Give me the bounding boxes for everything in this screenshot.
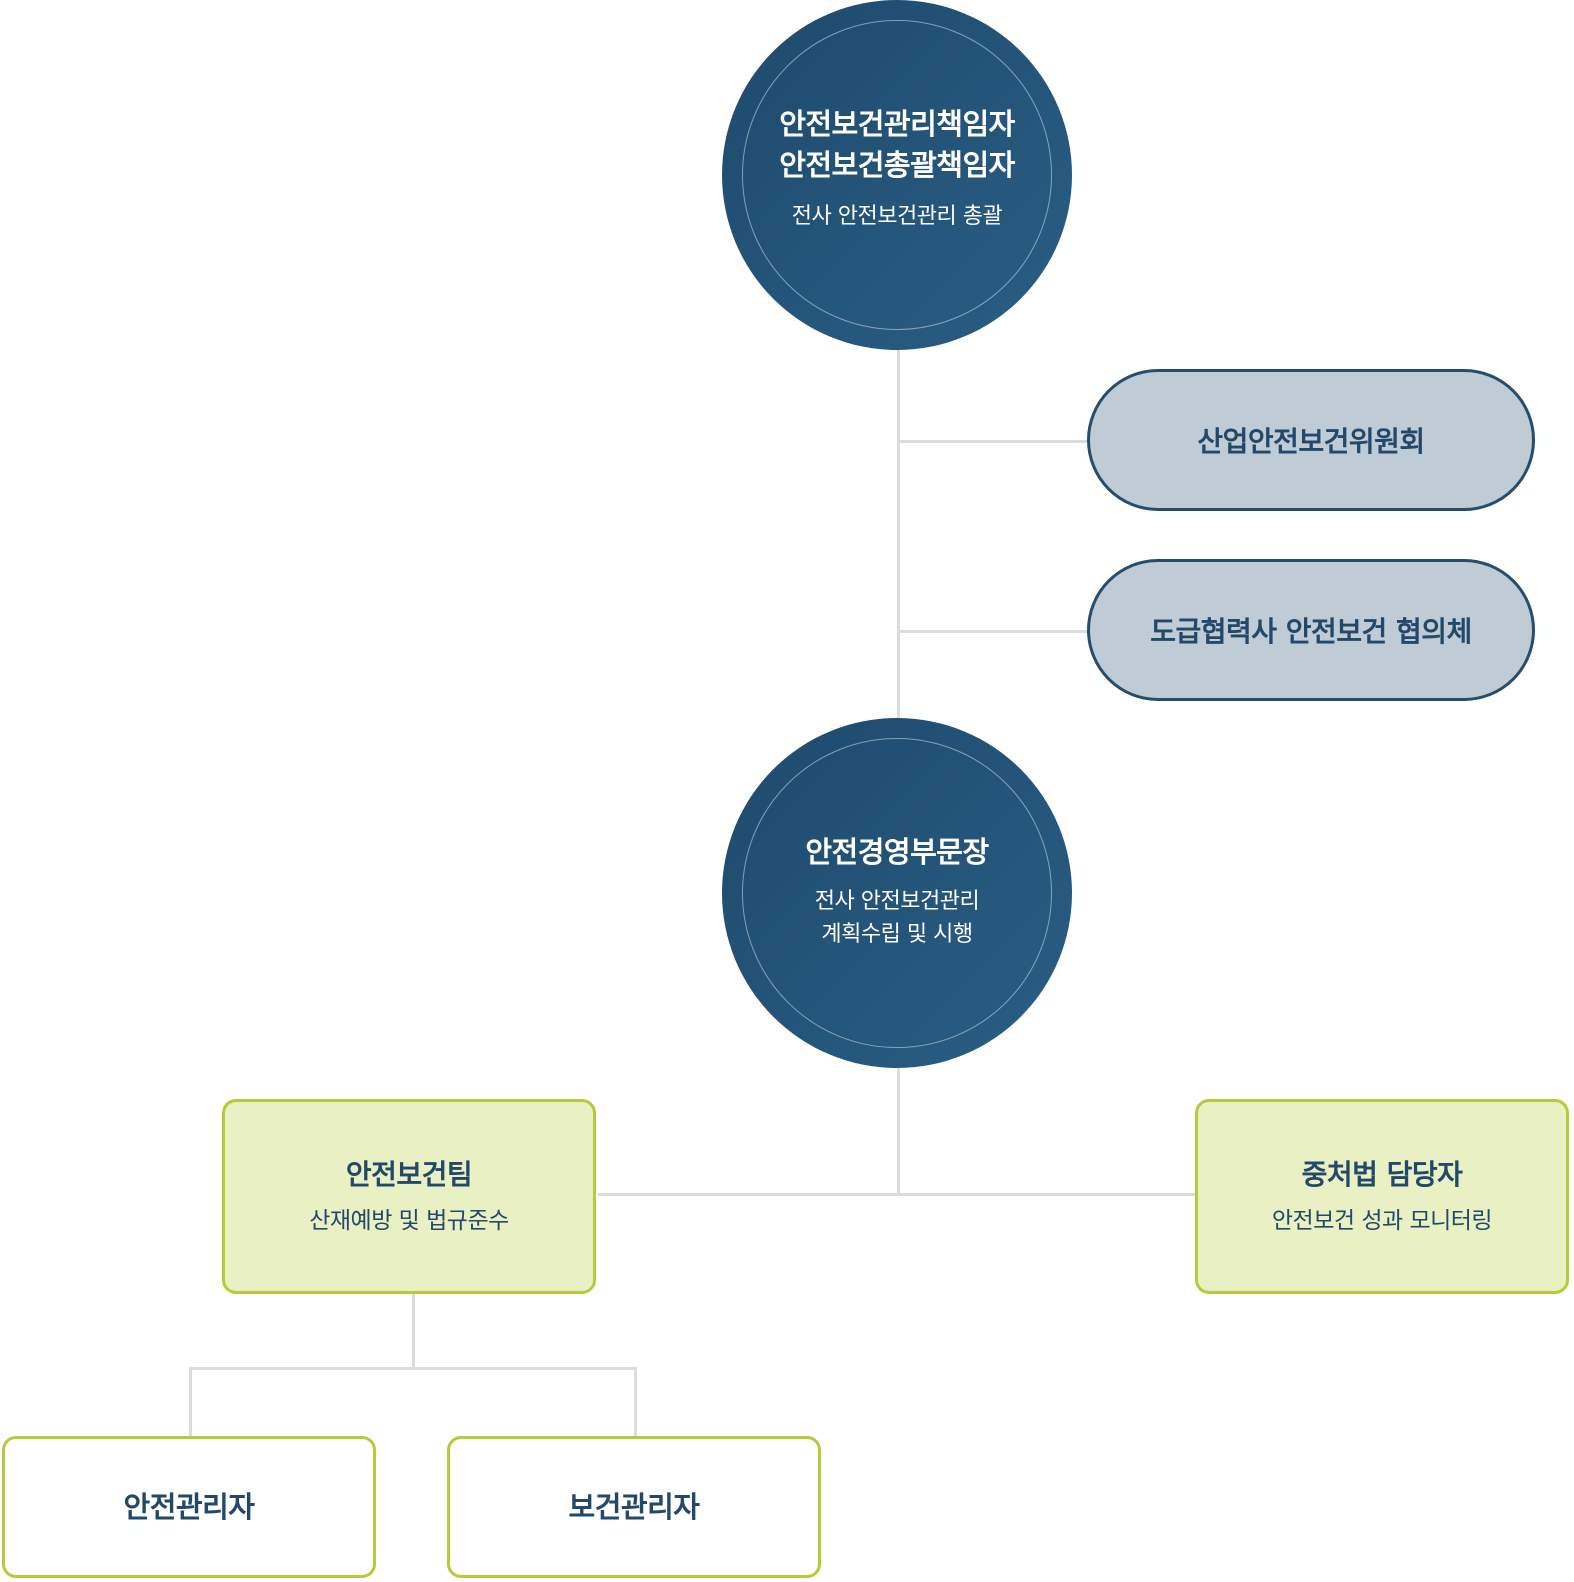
connector-middle-down [897,1068,900,1196]
committee-industrial-safety-label: 산업안전보건위원회 [1197,425,1425,458]
connector-to-health-manager [634,1367,637,1436]
connector-managers-horizontal [189,1367,637,1370]
safety-health-team-node: 안전보건팀 산재예방 및 법규준수 [222,1099,596,1294]
connector-team-down [412,1292,415,1369]
committee-industrial-safety: 산업안전보건위원회 [1087,369,1535,511]
top-executive-description: 전사 안전보건관리 총괄 [791,204,1003,229]
safety-manager-label: 안전관리자 [123,1490,255,1524]
health-manager-node: 보건관리자 [447,1436,821,1578]
connector-to-committee-2 [897,630,1087,633]
connector-to-safety-manager [189,1367,192,1436]
safety-health-team-description: 산재예방 및 법규준수 [309,1207,509,1234]
top-executive-node: 안전보건관리책임자 안전보건총괄책임자 전사 안전보건관리 총괄 [722,0,1072,350]
top-executive-title-line2: 안전보건총괄책임자 [779,148,1015,182]
middle-executive-title: 안전경영부문장 [805,835,989,869]
safety-health-team-title: 안전보건팀 [345,1157,473,1191]
middle-executive-node: 안전경영부문장 전사 안전보건관리 계획수립 및 시행 [722,718,1072,1068]
committee-subcontractor: 도급협력사 안전보건 협의체 [1087,559,1535,701]
serious-accident-officer-title: 중처법 담당자 [1301,1157,1463,1191]
health-manager-label: 보건관리자 [568,1490,700,1524]
connector-top-to-middle [897,350,900,720]
connector-to-committee-1 [897,440,1087,443]
top-executive-ring [742,20,1052,330]
committee-subcontractor-label: 도급협력사 안전보건 협의체 [1150,615,1472,648]
middle-executive-description-line1: 전사 안전보건관리 [814,889,980,914]
middle-executive-ring [742,738,1052,1048]
serious-accident-officer-description: 안전보건 성과 모니터링 [1271,1207,1493,1234]
middle-executive-description-line2: 계획수립 및 시행 [821,922,973,947]
serious-accident-officer-node: 중처법 담당자 안전보건 성과 모니터링 [1195,1099,1569,1294]
connector-horizontal-teams [598,1193,1196,1196]
top-executive-title-line1: 안전보건관리책임자 [779,107,1015,141]
safety-manager-node: 안전관리자 [2,1436,376,1578]
